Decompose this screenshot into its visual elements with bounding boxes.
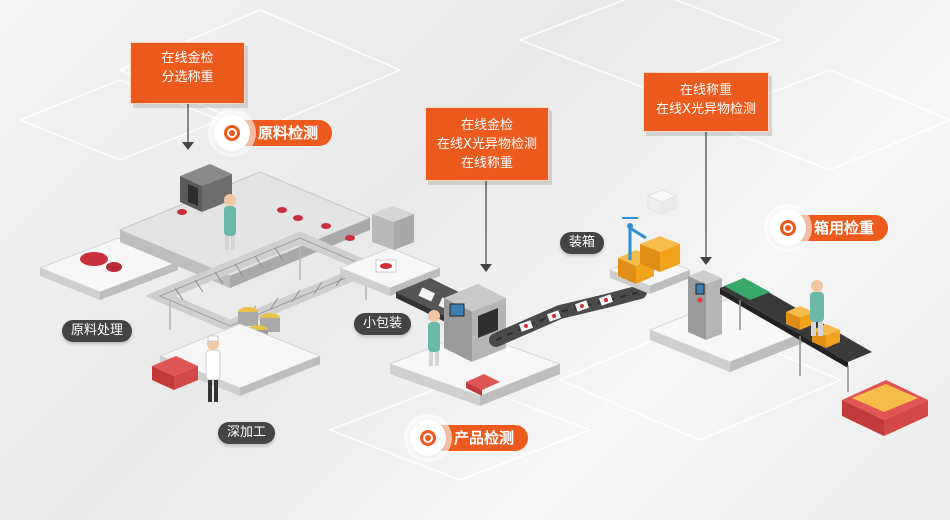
label-boxing: 装箱 <box>560 232 605 254</box>
red-crate-right <box>842 380 928 436</box>
callout-arrows <box>182 104 712 272</box>
target-icon <box>770 210 806 246</box>
callout-line: 在线金检 <box>460 118 513 133</box>
stage-label: 箱用检重 <box>796 215 889 241</box>
serpentine-conveyor <box>489 285 647 347</box>
label-deep-processing: 深加工 <box>218 422 276 444</box>
stage-label: 产品检测 <box>436 425 529 451</box>
target-icon <box>214 115 250 151</box>
red-crate-left <box>152 356 198 390</box>
stage-raw-inspection: 原料检测 <box>214 115 333 151</box>
callout-raw-inspection: 在线金检 分选称重 <box>130 42 245 104</box>
stage-product-inspection: 产品检测 <box>410 420 529 456</box>
callout-line: 在线称重 <box>460 156 513 171</box>
xray-machine <box>444 284 506 362</box>
callout-line: 在线X光异物检测 <box>656 102 756 117</box>
callout-line: 在线金检 <box>161 51 214 66</box>
small-pack-platform <box>338 247 442 296</box>
label-raw-processing: 原料处理 <box>62 320 133 342</box>
boxing-station <box>608 217 692 294</box>
checkweigher-machine <box>688 270 722 340</box>
callout-line: 在线X光异物检测 <box>437 137 537 152</box>
glass-box <box>646 189 678 215</box>
callout-box-inspection: 在线称重 在线X光异物检测 <box>643 72 769 132</box>
worker-raw-inspection <box>224 194 236 250</box>
stage-box-checkweigh: 箱用检重 <box>770 210 889 246</box>
red-crate-middle <box>466 374 500 396</box>
metal-detector-machine <box>180 164 232 212</box>
target-icon <box>410 420 446 456</box>
label-small-pack: 小包装 <box>354 313 412 335</box>
callout-product-inspection: 在线金检 在线X光异物检测 在线称重 <box>425 107 549 181</box>
stage-label: 原料检测 <box>240 120 333 146</box>
callout-line: 在线称重 <box>679 83 732 98</box>
packaging-machine <box>372 206 414 250</box>
worker-boxing <box>810 280 824 336</box>
worker-chef <box>205 335 221 402</box>
callout-line: 分选称重 <box>161 70 214 85</box>
worker-xray <box>428 310 440 366</box>
outfeed-conveyor <box>720 278 872 392</box>
